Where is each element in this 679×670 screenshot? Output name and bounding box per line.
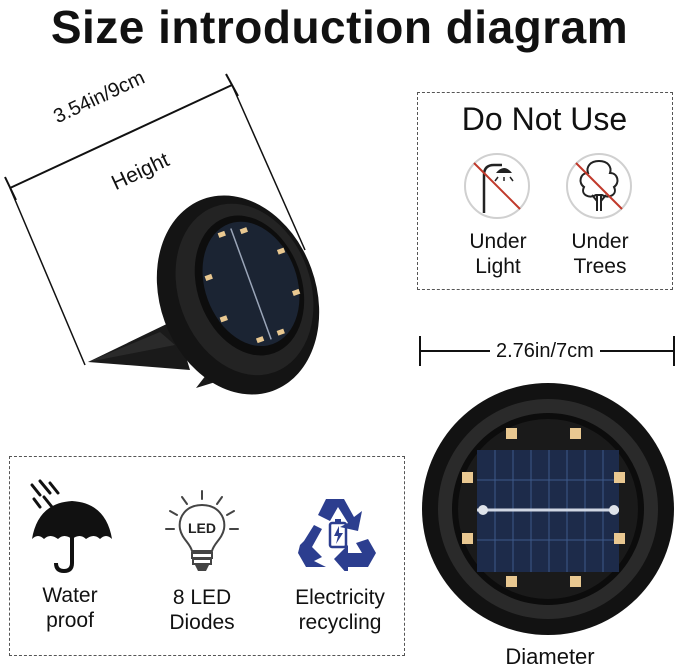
led-diodes-label: 8 LED Diodes — [169, 586, 235, 634]
lamp-post-prohibited-icon — [462, 151, 532, 221]
height-view-product: 3.54in/9cm Height — [0, 64, 330, 400]
umbrella-rain-icon — [24, 477, 114, 573]
under-light-label: Under Light — [469, 230, 527, 278]
diameter-caption: Diameter — [505, 644, 595, 669]
under-trees-label: Under Trees — [571, 230, 629, 278]
features-panel: Water proof LED 8 LED Diodes — [9, 456, 405, 656]
diameter-value: 2.76in/7cm — [490, 339, 600, 363]
angled-light-image — [4, 73, 320, 395]
led-bulb-icon: LED — [162, 489, 242, 577]
led-icon-text: LED — [188, 520, 216, 536]
do-not-use-panel: Do Not Use Under Light Under Trees — [417, 92, 673, 290]
recycle-battery-icon — [298, 495, 378, 571]
do-not-use-heading: Do Not Use — [461, 101, 628, 137]
electricity-recycling-label: Electricity recycling — [295, 586, 385, 634]
top-view-light-image — [420, 380, 676, 638]
diameter-dimension: 2.76in/7cm — [418, 336, 676, 366]
waterproof-label: Water proof — [42, 584, 98, 632]
page-title: Size introduction diagram — [50, 1, 629, 53]
tree-prohibited-icon — [564, 151, 634, 221]
